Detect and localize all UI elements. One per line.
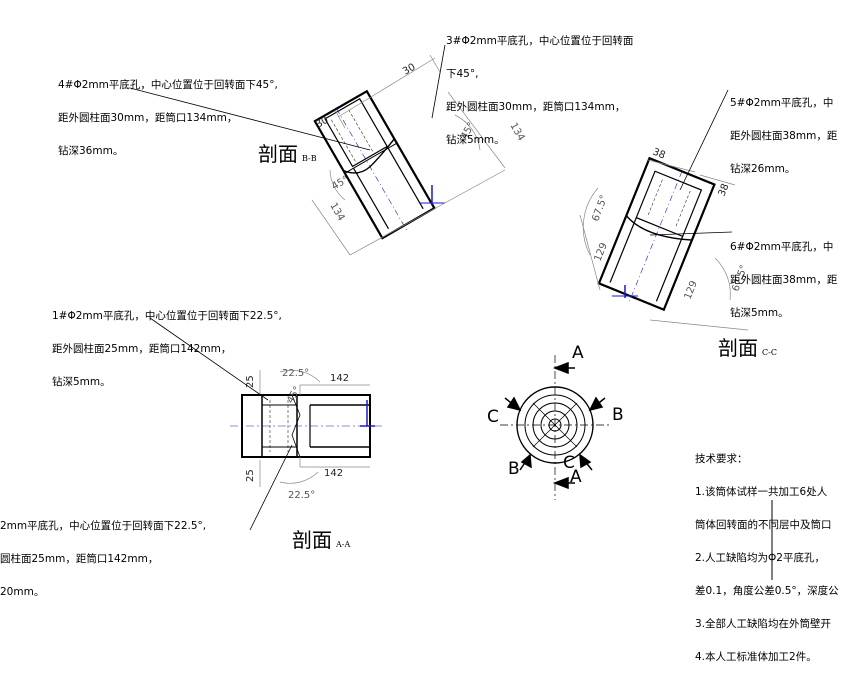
note-hole1-line: 距外圆柱面25mm，距筒口142mm，: [52, 343, 232, 355]
note-hole3-line: 下45°,: [446, 68, 479, 80]
section-bb-view: [311, 54, 506, 256]
note-hole2-line: 圆柱面25mm，距筒口142mm，: [0, 553, 159, 565]
section-title-aa-main: 剖面: [292, 528, 332, 552]
front-view: [500, 355, 612, 500]
section-title-bb-main: 剖面: [258, 142, 298, 166]
cc-dim-38b: 38: [717, 182, 732, 198]
section-title-cc-main: 剖面: [718, 336, 758, 360]
leader-hole5: [679, 89, 729, 191]
note-hole5: 5#Φ2mm平底孔，中 距外圆柱面38mm，距 钻深26mm。: [730, 76, 837, 186]
note-hole4-line: 距外圆柱面30mm，距筒口134mm，: [58, 112, 238, 124]
view-letter-c-left: C: [487, 407, 499, 427]
tech-heading: 技术要求：: [695, 453, 748, 465]
tech-line: 1.该筒体试样一共加工6处人: [695, 486, 828, 498]
tech-requirements: 技术要求： 1.该筒体试样一共加工6处人 筒体回转面的不同层中及筒口 2.人工缺…: [695, 432, 839, 674]
view-letter-b-left: B: [508, 459, 520, 479]
leader-hole6: [649, 231, 733, 236]
view-letter-b-right: B: [612, 405, 624, 425]
note-hole3-line: 钻深5mm。: [446, 134, 505, 146]
note-hole4-line: 4#Φ2mm平底孔，中心位置位于回转面下45°,: [58, 79, 278, 91]
cc-dim-38a: 38: [651, 147, 667, 162]
note-hole2: 2mm平底孔，中心位置位于回转面下22.5°, 圆柱面25mm，距筒口142mm…: [0, 499, 206, 609]
view-letter-a-top: A: [572, 343, 584, 363]
note-hole6-line: 钻深5mm。: [730, 307, 789, 319]
tech-line: 差0.1，角度公差0.5°，深度公: [695, 585, 839, 597]
leader-hole1: [149, 317, 269, 401]
tech-line: 4.本人工标准体加工2件。: [695, 651, 817, 663]
note-hole6: 6#Φ2mm平底孔，中 距外圆柱面38mm，距 钻深5mm。: [730, 220, 837, 330]
bb-dim-30a: 30: [401, 62, 418, 78]
leader-hole3: [431, 44, 446, 119]
note-hole4-line: 钻深36mm。: [58, 145, 124, 157]
drawing-canvas: 30 30 45° 45° 134 134 38 38 67.5° 6: [129, 44, 773, 580]
leader-hole4: [129, 87, 371, 151]
note-hole1-line: 1#Φ2mm平底孔，中心位置位于回转面下22.5°,: [52, 310, 282, 322]
note-hole1: 1#Φ2mm平底孔，中心位置位于回转面下22.5°, 距外圆柱面25mm，距筒口…: [52, 289, 282, 399]
aa-dim-225b: 22.5°: [288, 490, 315, 501]
section-aa-view: [230, 369, 385, 487]
aa-dim-142a: 142: [330, 373, 349, 384]
cc-dim-129b: 129: [683, 279, 700, 301]
note-hole3: 3#Φ2mm平底孔，中心位置位于回转面 下45°, 距外圆柱面30mm，距筒口1…: [446, 14, 633, 157]
section-title-cc-sub: C-C: [762, 348, 777, 357]
view-letter-a-bottom: A: [570, 467, 582, 487]
section-title-bb: 剖面 B-B: [258, 138, 317, 167]
aa-dim-25b: 25: [245, 469, 256, 482]
note-hole1-line: 钻深5mm。: [52, 376, 111, 388]
note-hole4: 4#Φ2mm平底孔，中心位置位于回转面下45°, 距外圆柱面30mm，距筒口13…: [58, 58, 278, 168]
section-title-bb-sub: B-B: [302, 154, 317, 163]
aa-dim-142b: 142: [324, 468, 343, 479]
note-hole5-line: 钻深26mm。: [730, 163, 796, 175]
section-title-cc: 剖面 C-C: [718, 332, 777, 361]
section-title-aa-sub: A-A: [336, 540, 351, 549]
note-hole6-line: 距外圆柱面38mm，距: [730, 274, 838, 286]
view-letter-c-right: C: [563, 453, 575, 473]
cc-dim-675a: 67.5°: [590, 194, 610, 223]
note-hole3-line: 距外圆柱面30mm，距筒口134mm，: [446, 101, 626, 113]
note-hole3-line: 3#Φ2mm平底孔，中心位置位于回转面: [446, 35, 634, 47]
tech-line: 2.人工缺陷均为Φ2平底孔，: [695, 552, 825, 564]
note-hole2-line: 2mm平底孔，中心位置位于回转面下22.5°,: [0, 520, 207, 532]
section-cc-view: [579, 156, 749, 331]
section-title-aa: 剖面 A-A: [292, 524, 350, 553]
tech-line: 3.全部人工缺陷均在外筒壁开: [695, 618, 832, 630]
tech-line: 筒体回转面的不同层中及筒口: [695, 519, 832, 531]
bb-dim-134b: 134: [327, 201, 346, 223]
note-hole6-line: 6#Φ2mm平底孔，中: [730, 241, 834, 253]
note-hole5-line: 距外圆柱面38mm，距: [730, 130, 838, 142]
aa-dim-225a: 22.5°: [282, 368, 309, 379]
leader-hole2: [249, 444, 293, 531]
note-hole5-line: 5#Φ2mm平底孔，中: [730, 97, 834, 109]
note-hole2-line: 20mm。: [0, 586, 45, 598]
aa-dim-25a: 25: [245, 375, 256, 388]
